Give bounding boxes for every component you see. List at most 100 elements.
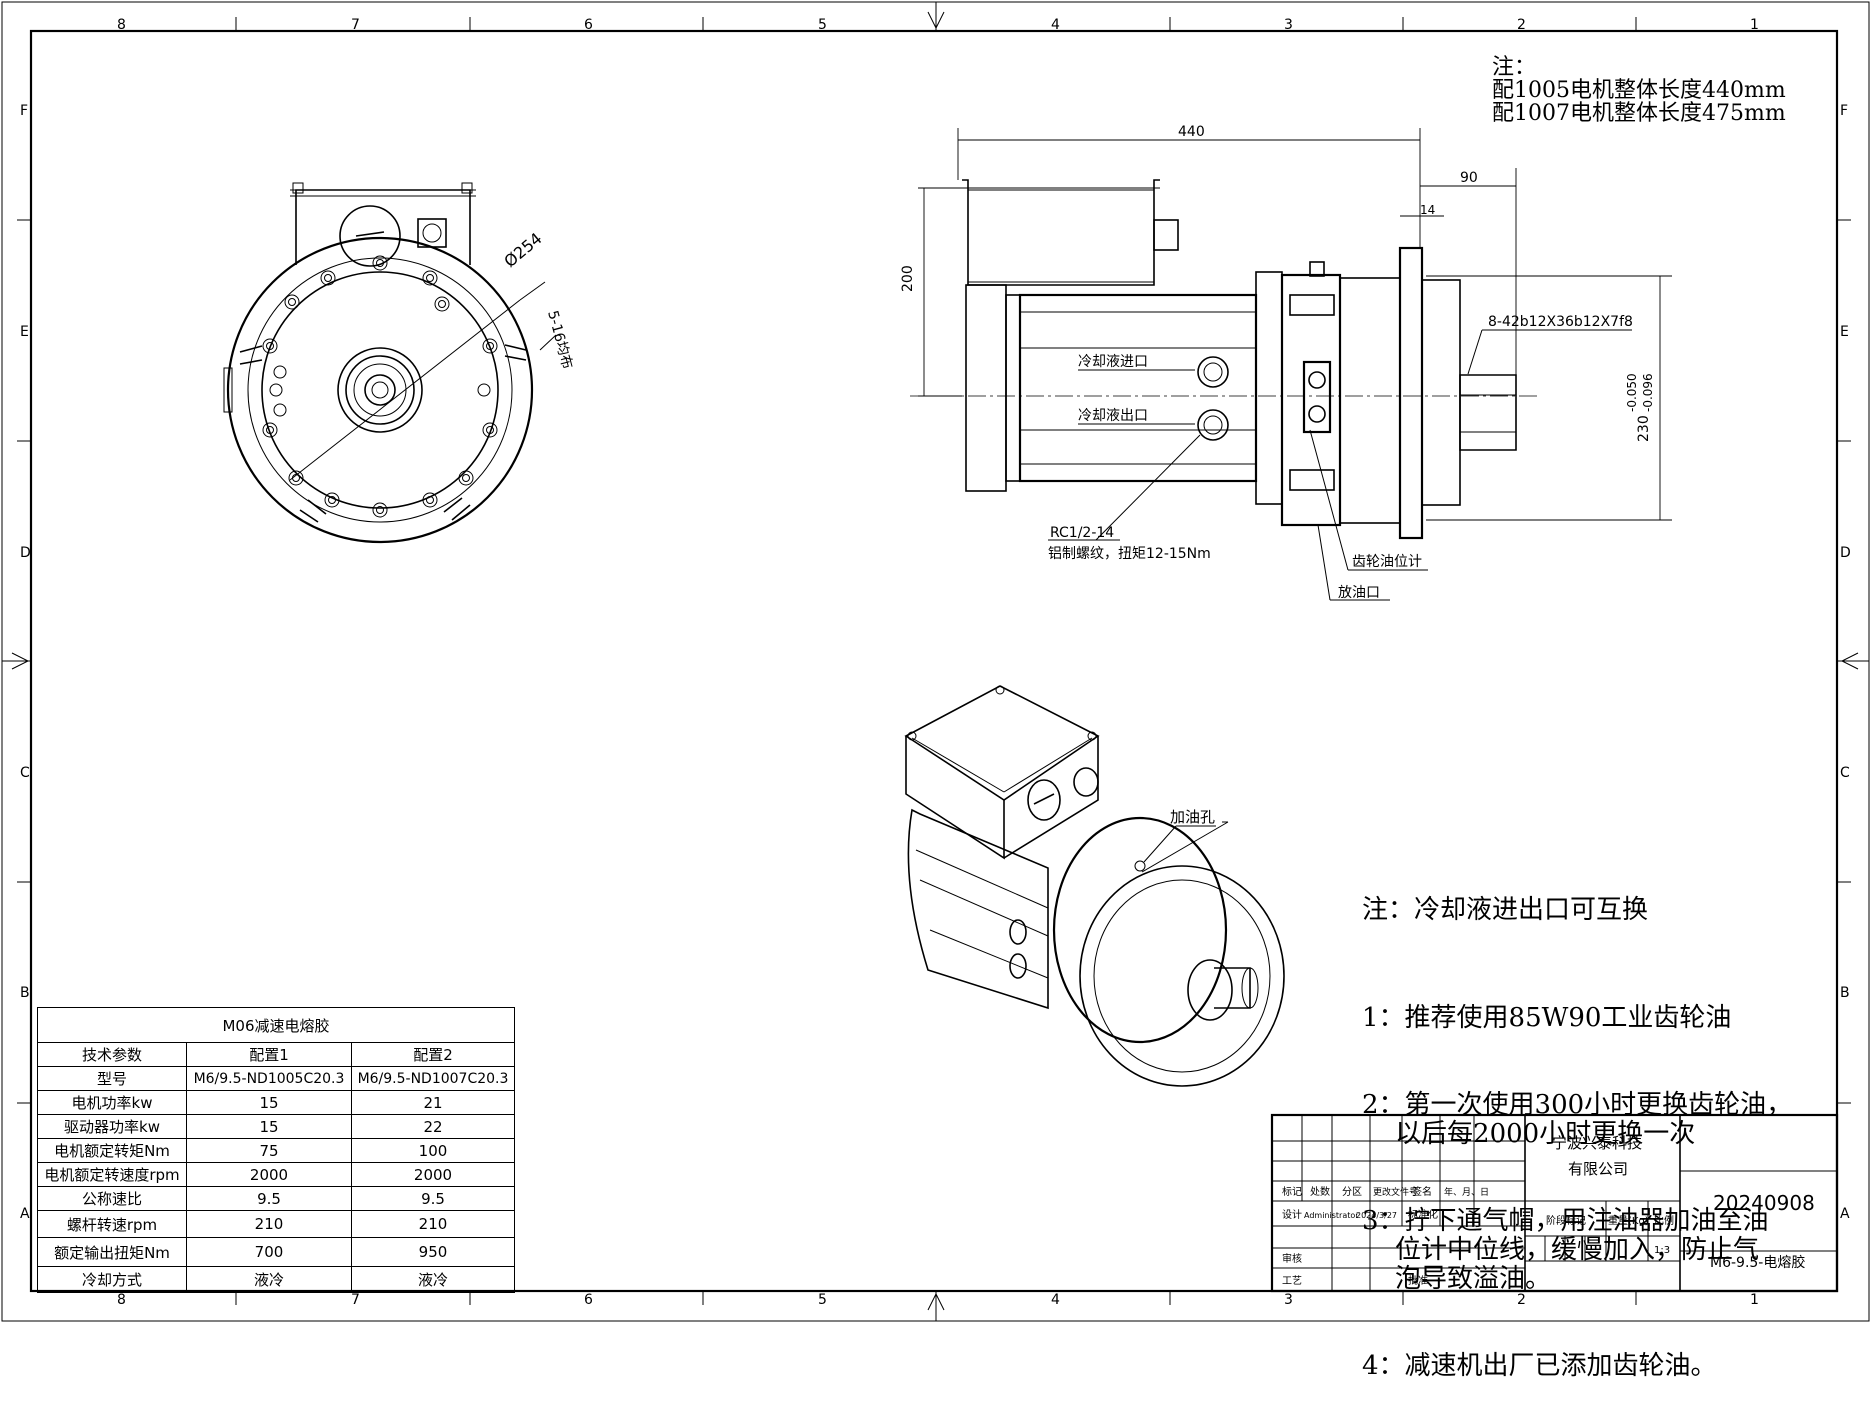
zone-labels: 8 7 6 5 4 3 2 1 8 7 6 5 4 3 2 1 F E D C …	[20, 17, 1851, 1308]
dim-14: 14	[1420, 203, 1435, 217]
dim-200: 200	[900, 265, 916, 292]
tb-design-date: 2024/3/27	[1356, 1211, 1397, 1220]
zone-bottom-1: 1	[1750, 1292, 1759, 1308]
zone-left-a: A	[20, 1206, 30, 1222]
tb-process: 工艺	[1282, 1275, 1302, 1287]
tb-col-zone: 分区	[1342, 1186, 1362, 1198]
zone-left-b: B	[20, 985, 30, 1001]
spec-header-config2: 配置2	[351, 1042, 515, 1067]
title-block: 标记 处数 分区 更改文件号 签名 年、月、日 设计 Administrator…	[1270, 1113, 1839, 1293]
dim-230: 230	[1636, 415, 1652, 442]
tb-weight: 重量(Kg)	[1608, 1214, 1649, 1227]
tb-drawing-no: 20240908	[1713, 1191, 1815, 1215]
top-note-2: 配1005电机整体长度440mm	[1492, 78, 1786, 103]
zone-right-d: D	[1840, 545, 1851, 561]
dim-90: 90	[1460, 170, 1478, 186]
zone-right-f: F	[1840, 103, 1848, 119]
zone-right-c: C	[1840, 765, 1850, 781]
front-holes-label: 5-16均布	[544, 309, 575, 371]
zone-left-c: C	[20, 765, 30, 781]
zone-left-e: E	[20, 324, 29, 340]
tb-col-date: 年、月、日	[1444, 1186, 1489, 1198]
tb-col-sign: 签名	[1412, 1185, 1432, 1198]
zone-top-8: 8	[117, 17, 126, 33]
zone-bottom-5: 5	[818, 1292, 827, 1308]
isometric-view: 加油孔	[904, 685, 1285, 1087]
tb-stage-mark: 阶段标记	[1546, 1214, 1586, 1227]
thread-spec-label: RC1/2-14	[1050, 525, 1114, 541]
gauge-icon	[339, 205, 401, 267]
tb-company-1: 宁波兴泰科技	[1552, 1134, 1642, 1152]
tb-scale-label: 比例	[1654, 1214, 1674, 1227]
zone-bottom-4: 4	[1051, 1292, 1060, 1308]
zone-left-f: F	[20, 103, 28, 119]
maintenance-note-3: 3：拧下通气帽，用注油器加油至油 位计中位线，缓慢加入，防止气 泡导致溢油。	[1362, 1206, 1769, 1294]
tb-company-2: 有限公司	[1568, 1160, 1628, 1178]
zone-bottom-2: 2	[1517, 1292, 1526, 1308]
coolant-in-label: 冷却液进口	[1078, 354, 1148, 370]
zone-top-2: 2	[1517, 17, 1526, 33]
zone-right-a: A	[1840, 1206, 1850, 1222]
top-note-1: 注：	[1492, 55, 1537, 80]
drain-label: 放油口	[1338, 585, 1380, 601]
zone-ticks	[2, 2, 1869, 1321]
output-flange	[1398, 246, 1424, 540]
drawing-sheet: 8 7 6 5 4 3 2 1 8 7 6 5 4 3 2 1 F E D C …	[1, 1, 1870, 1322]
maintenance-note-1: 1：推荐使用85W90工业齿轮油	[1362, 1003, 1732, 1033]
maintenance-notes: 注：冷却液进出口可互换 1：推荐使用85W90工业齿轮油 2：第一次使用300小…	[1362, 838, 1792, 1410]
tb-designer: Administrator	[1304, 1211, 1359, 1220]
maintenance-notes-title: 注：冷却液进出口可互换	[1362, 895, 1649, 925]
zone-right-e: E	[1840, 324, 1849, 340]
connector-icon	[417, 218, 447, 248]
zone-top-1: 1	[1750, 17, 1759, 33]
tb-col-count: 处数	[1310, 1185, 1330, 1198]
zone-top-3: 3	[1284, 17, 1293, 33]
zone-top-6: 6	[584, 17, 593, 33]
zone-bottom-7: 7	[351, 1292, 360, 1308]
spline-label: 8-42b12X36b12X7f8	[1488, 314, 1633, 330]
zone-bottom-3: 3	[1284, 1292, 1293, 1308]
tb-review: 审核	[1282, 1252, 1302, 1265]
iso-output-flange	[1079, 865, 1285, 1087]
zone-bottom-6: 6	[584, 1292, 593, 1308]
flange-outer	[226, 236, 534, 544]
dim-440: 440	[1178, 124, 1205, 140]
maintenance-note-4: 4：减速机出厂已添加齿轮油。	[1362, 1351, 1717, 1381]
top-note-3: 配1007电机整体长度475mm	[1492, 101, 1786, 126]
table-row: 冷却方式液冷液冷	[37, 1266, 515, 1293]
coolant-out-label: 冷却液出口	[1078, 408, 1148, 424]
tb-col-mark: 标记	[1282, 1186, 1302, 1198]
zone-top-4: 4	[1051, 17, 1060, 33]
spec-header-param: 技术参数	[37, 1042, 187, 1067]
zone-bottom-8: 8	[117, 1292, 126, 1308]
dim-230-tol-lower: -0.096	[1641, 373, 1655, 412]
motor-housing	[1018, 293, 1258, 483]
tb-design: 设计	[1282, 1208, 1302, 1221]
side-view: 440 90 14 200 230 -0.050 -0.096 8-42b12X…	[900, 124, 1672, 601]
tb-scale: 1:3	[1654, 1245, 1670, 1256]
zone-right-b: B	[1840, 985, 1850, 1001]
oil-gauge-label: 齿轮油位计	[1352, 554, 1422, 570]
spec-table-title: M06减速电熔胶	[37, 1007, 515, 1043]
fill-hole-label: 加油孔	[1170, 808, 1215, 826]
dim-230-tol-upper: -0.050	[1625, 373, 1639, 412]
zone-top-7: 7	[351, 17, 360, 33]
front-diameter-label: Ø254	[500, 229, 545, 271]
front-view: Ø254 5-16均布	[223, 182, 575, 544]
coolant-inlet-port	[1197, 356, 1229, 388]
tb-drawing-name: M6-9.5-电熔胶	[1710, 1254, 1805, 1271]
tb-approve: 批准	[1408, 1274, 1428, 1287]
tb-standardize: 标准化	[1408, 1208, 1438, 1221]
tb-col-change: 更改文件号	[1373, 1186, 1418, 1198]
thread-note-label: 铝制螺纹，扭矩12-15Nm	[1048, 546, 1211, 562]
